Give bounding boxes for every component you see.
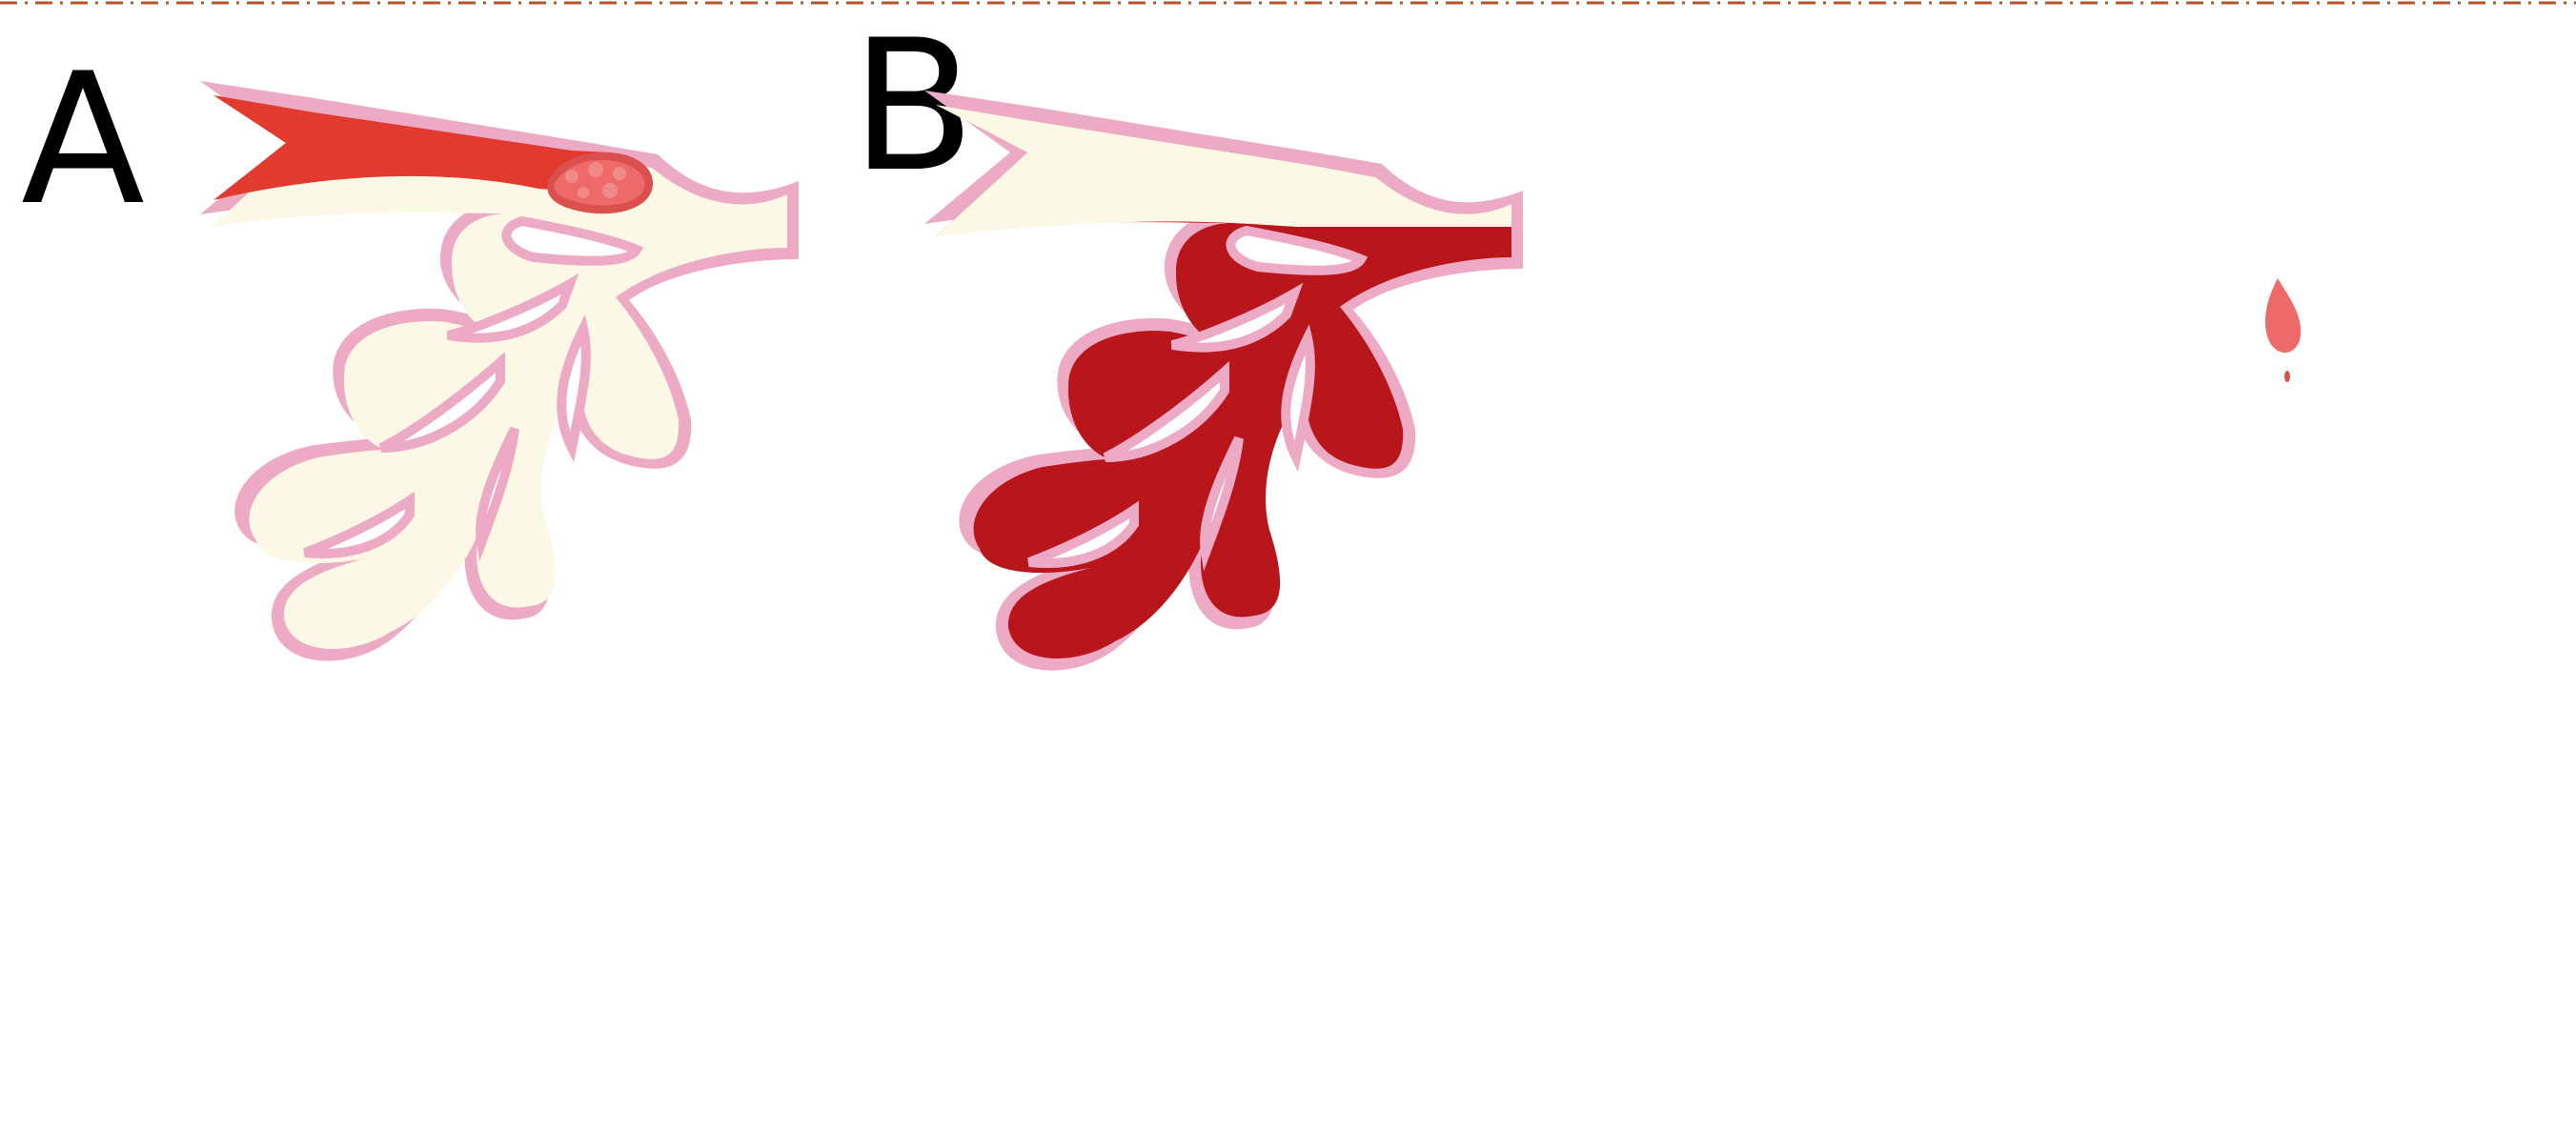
panel-b-pale-vessel: [936, 105, 1511, 236]
blood-drop-icon: [2265, 278, 2301, 382]
panel-b: B: [851, 1, 2301, 671]
panel-a: A: [21, 34, 799, 661]
panel-a-label: A: [21, 34, 145, 245]
